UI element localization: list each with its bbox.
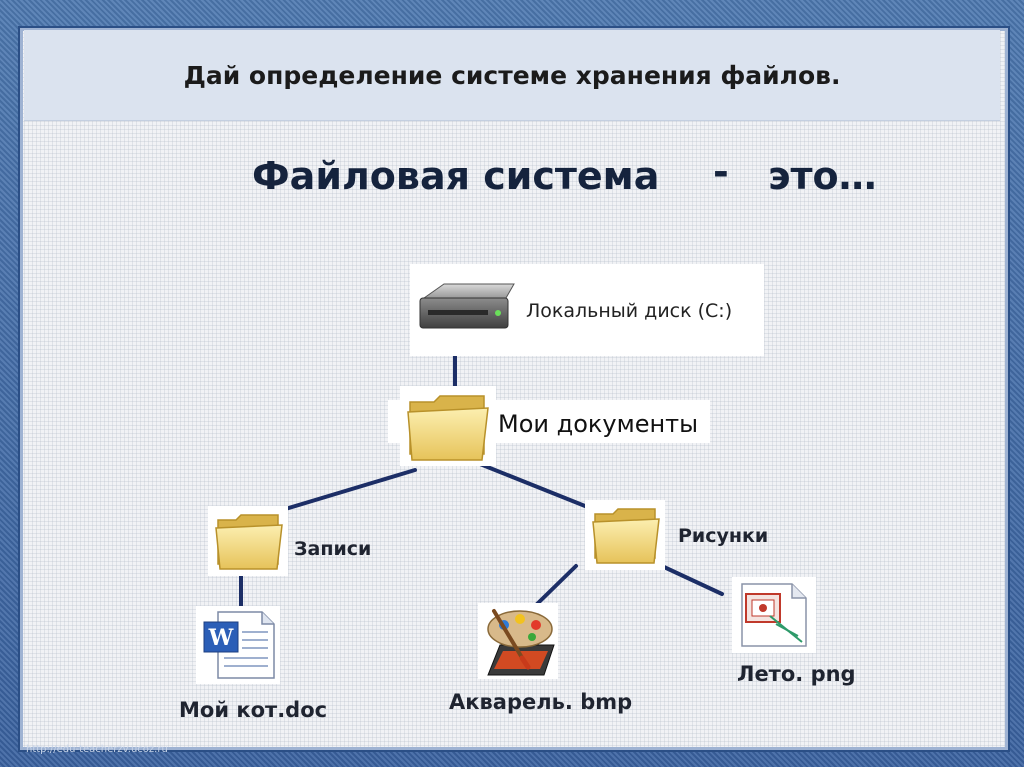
slide-canvas: [18, 26, 1010, 752]
image-file-icon: [741, 583, 807, 647]
hard-disk-icon: [419, 283, 515, 329]
svg-text:W: W: [208, 625, 234, 651]
risunki-label: Рисунки: [678, 525, 769, 547]
heading-rest: это…: [768, 154, 877, 198]
doc-file-label: Мой кот.doc: [179, 698, 328, 722]
connector-root-risunki: [468, 458, 602, 514]
connector-root-zapisi: [280, 468, 417, 512]
root-folder-label: Мои документы: [498, 410, 699, 438]
title-bar: [24, 30, 1000, 121]
heading-dash: -: [713, 150, 729, 194]
folder-icon: [407, 395, 489, 461]
word-document-icon: W: [203, 611, 275, 679]
folder-icon: [592, 508, 660, 564]
connector-risunki-bmp: [533, 564, 578, 608]
slide-title: Дай определение системе хранения файлов.: [183, 60, 841, 90]
paint-palette-icon: [487, 609, 555, 676]
connector-risunki-png: [662, 565, 724, 596]
png-file-label: Лето. png: [737, 662, 856, 686]
watermark: http://edu-teacherzv.ucoz.ru: [26, 744, 168, 755]
folder-icon: [215, 514, 283, 570]
bmp-file-label: Акварель. bmp: [449, 690, 633, 714]
disk-label: Локальный диск (C:): [526, 300, 733, 322]
zapisi-label: Записи: [294, 538, 372, 560]
heading-subject: Файловая система: [252, 154, 660, 198]
